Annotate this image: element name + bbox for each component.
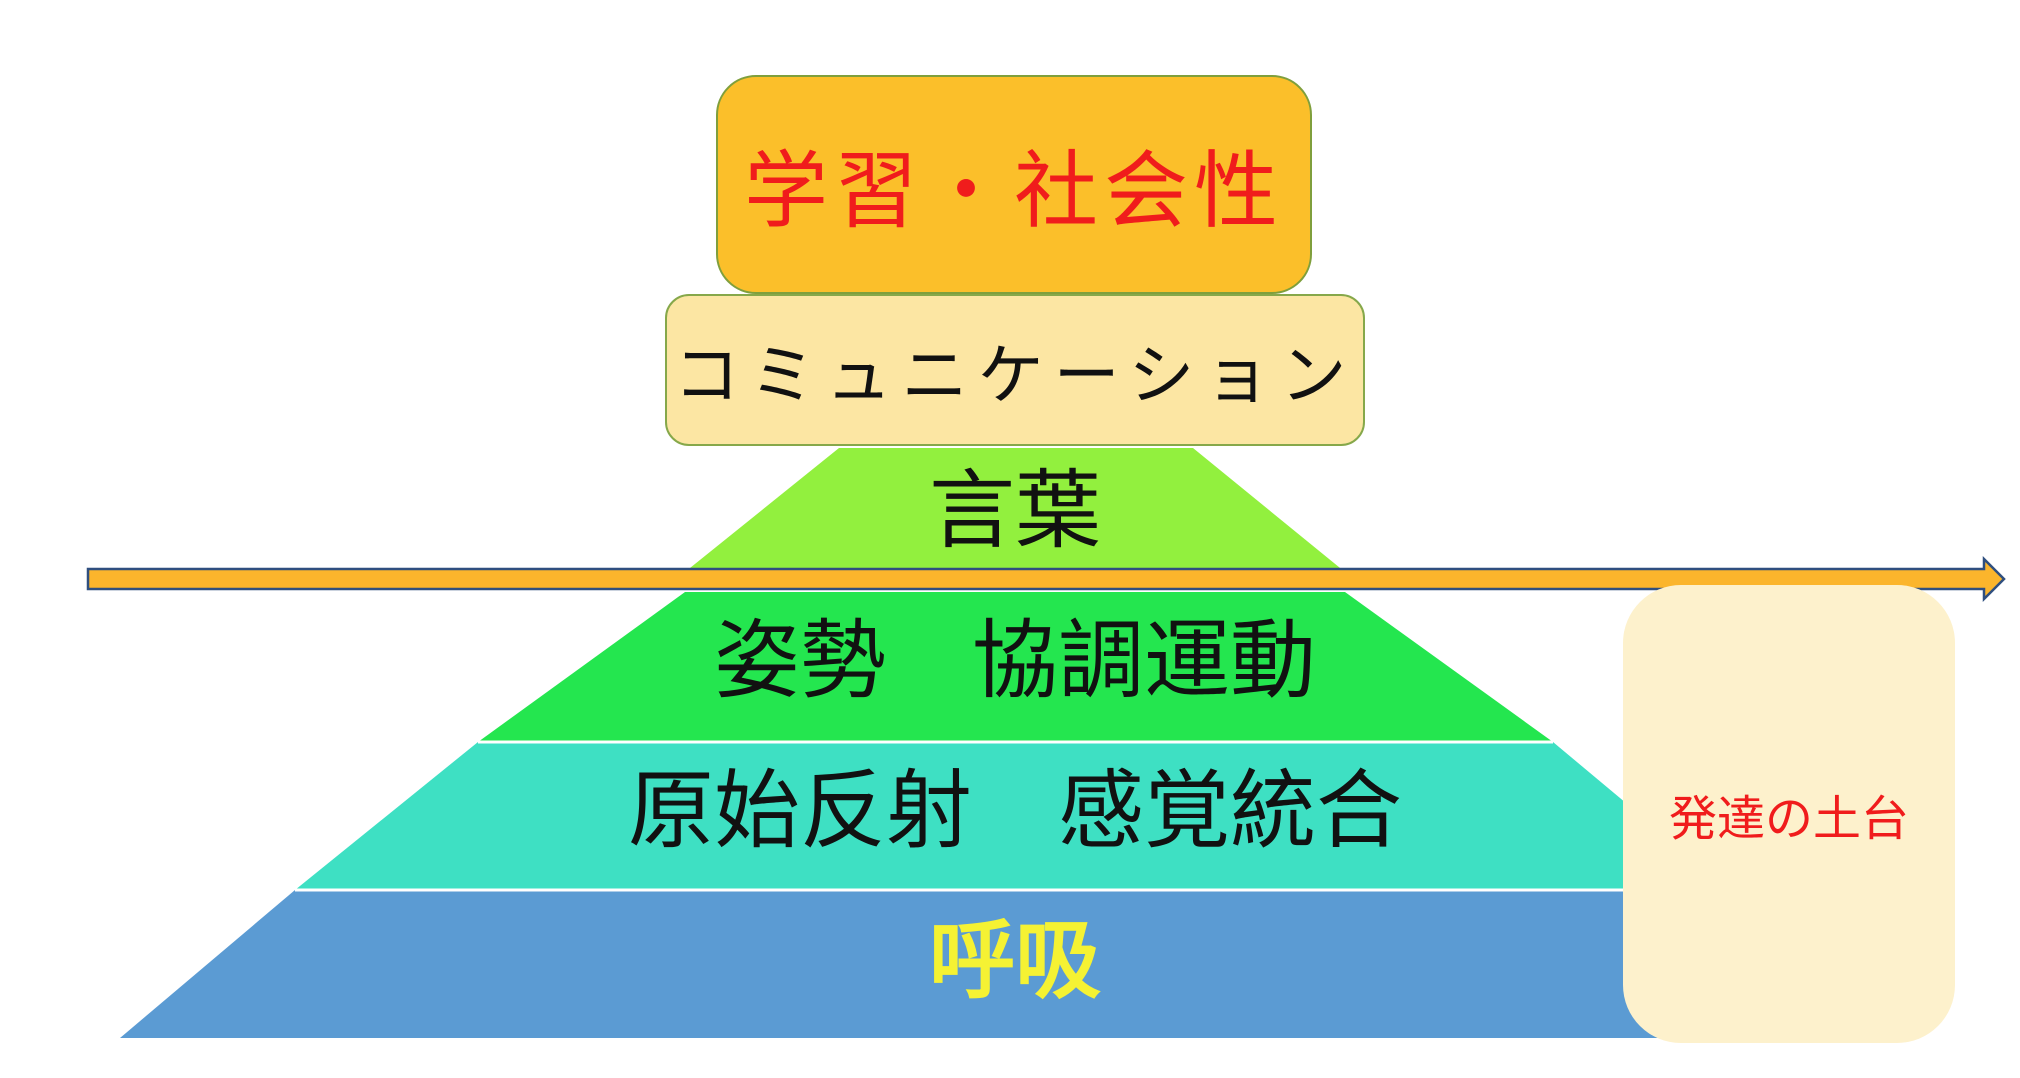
foundation-box: 発達の土台 (1623, 585, 1955, 1043)
layer-kokyu (120, 890, 1740, 1038)
communication-label: コミュニケーション (673, 337, 1357, 414)
layer-kokyu-label: 呼吸 (929, 911, 1101, 1011)
layer-genshi (295, 742, 1730, 890)
layer-kotoba (685, 448, 1345, 572)
foundation-label: 発達の土台 (1668, 791, 1909, 847)
layer-shisei (478, 592, 1553, 742)
arrow (86, 555, 2006, 603)
learning-social-label: 学習・社会性 (743, 142, 1284, 240)
layer-genshi-label: 原始反射 感覚統合 (628, 761, 1402, 861)
layer-kotoba-label: 言葉 (929, 461, 1101, 561)
layer-shisei-label: 姿勢 協調運動 (714, 611, 1316, 711)
communication-box: コミュニケーション (665, 294, 1365, 446)
learning-social-box: 学習・社会性 (716, 75, 1312, 294)
